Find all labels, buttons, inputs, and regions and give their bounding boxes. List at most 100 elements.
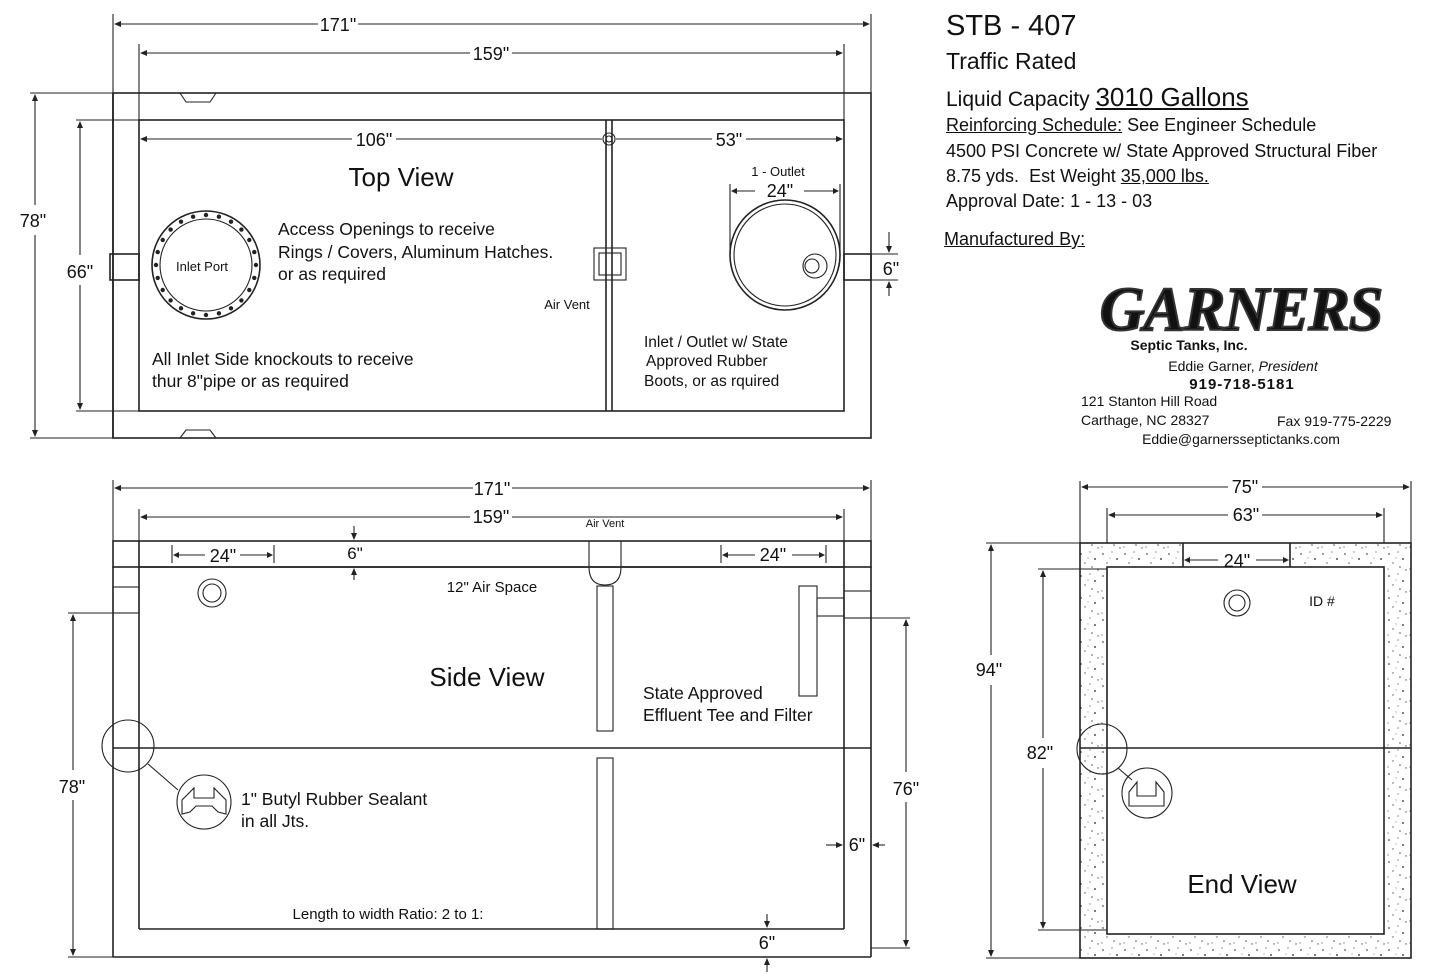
top-dim-outlet-diameter: 24" [767, 181, 793, 201]
logo-subtitle: Septic Tanks, Inc. [1130, 337, 1247, 353]
end-floor [1080, 934, 1411, 958]
inlet-port-ring [151, 210, 261, 320]
knockout-note-line-2: thur 8"pipe or as required [152, 371, 349, 391]
bolt-hole [228, 306, 234, 311]
side-dim-lid: 6" [347, 544, 363, 563]
side-air-vent [588, 541, 622, 586]
logo-address-1: 121 Stanton Hill Road [1081, 393, 1217, 409]
tee-note-line-1: State Approved [643, 683, 763, 703]
logo-address-2: Carthage, NC 28327 [1081, 412, 1210, 428]
bolt-hole [153, 262, 159, 268]
yards-weight: 8.75 yds. Est Weight 35,000 lbs. [946, 166, 1209, 187]
bolt-hole [252, 275, 257, 281]
concrete-spec: 4500 PSI Concrete w/ State Approved Stru… [946, 141, 1378, 161]
logo-fax: Fax 919-775-2229 [1277, 413, 1392, 429]
garners-logo: GARNERS Septic Tanks, Inc. Eddie Garner,… [1081, 275, 1392, 447]
bolt-hole [253, 262, 259, 268]
liquid-capacity: Liquid Capacity 3010 Gallons [946, 82, 1249, 113]
top-air-vent [593, 247, 627, 281]
end-dim-outer-width: 75" [1232, 477, 1258, 497]
side-inlet-port [197, 578, 227, 608]
end-dim-inner-height: 82" [1027, 743, 1053, 763]
bolt-hole [239, 298, 244, 303]
top-dim-inner-width: 66" [67, 262, 93, 282]
bolt-hole [247, 237, 252, 243]
reinforcing-value: See Engineer Schedule [1127, 115, 1317, 135]
effluent-tee [798, 585, 818, 697]
top-dim-outlet-pipe: 6" [883, 259, 899, 279]
bolt-hole [228, 219, 234, 224]
side-baffle-upper [596, 585, 614, 732]
logo-phone: 919-718-5181 [1189, 376, 1294, 393]
manufactured-by: Manufactured By: [944, 229, 1085, 250]
weight-value: 35,000 lbs. [1120, 166, 1209, 186]
side-dim-height-inner: 76" [893, 779, 919, 799]
end-id-label: ID # [1309, 593, 1335, 609]
end-inlet-port [1223, 589, 1251, 617]
top-dim-right-compartment: 53" [716, 130, 742, 150]
side-view: 171" 159" Air Vent 24" 24" 6" 12" Air Sp… [59, 479, 919, 972]
top-view: 171" 159" 106" 53" 78" 66" 6" 24" 1 - Ou… [20, 14, 899, 439]
side-inlet-pipe [112, 586, 140, 614]
bolt-hole [155, 275, 160, 281]
top-baffle-port [602, 132, 616, 146]
side-dim-height-outer: 78" [59, 777, 85, 797]
bolt-hole [190, 311, 196, 316]
drawing-title: STB - 407 [946, 10, 1077, 42]
sealant-detail [176, 774, 232, 830]
logo-president: Eddie Garner, President [1168, 358, 1319, 374]
side-dim-left-opening: 24" [210, 546, 236, 566]
bolt-hole [216, 214, 222, 219]
top-view-title: Top View [348, 162, 453, 192]
outlet-pipe-end [802, 253, 828, 279]
inlet-port-bolts [153, 212, 259, 318]
boots-note-line-1: Inlet / Outlet w/ State [644, 334, 788, 351]
logo-email: Eddie@garnersseptictanks.com [1142, 431, 1340, 447]
capacity-label: Liquid Capacity [946, 88, 1090, 111]
top-air-vent-label: Air Vent [544, 297, 590, 312]
tee-note-line-2: Effluent Tee and Filter [643, 705, 813, 725]
bolt-hole [190, 214, 196, 219]
bottom-lift-slot [179, 429, 217, 439]
end-view: 75" 63" 24" 94" 82" ID # End View [976, 477, 1412, 959]
capacity-value: 3010 Gallons [1095, 82, 1249, 112]
boots-note-line-3: Boots, or as rquired [644, 373, 779, 390]
air-space-label: 12" Air Space [447, 579, 537, 596]
side-view-title: Side View [429, 662, 544, 692]
bolt-hole [160, 237, 165, 243]
yards-value: 8.75 yds. [946, 166, 1020, 186]
side-dim-wall: 6" [849, 835, 865, 855]
manufactured-by-label: Manufactured By: [944, 229, 1086, 249]
bolt-hole [168, 227, 173, 232]
joint-detail-circle [101, 719, 155, 773]
traffic-rating: Traffic Rated [946, 48, 1077, 74]
end-right-wall [1384, 567, 1411, 934]
end-joint-detail-circle [1076, 723, 1128, 775]
reinforcing-schedule: Reinforcing Schedule: See Engineer Sched… [946, 115, 1316, 136]
end-view-title: End View [1187, 869, 1297, 899]
boots-note-line-2: Approved Rubber [646, 353, 768, 370]
bolt-hole [178, 219, 184, 224]
bolt-hole [216, 311, 222, 316]
bolt-hole [239, 227, 244, 232]
inlet-port-label: Inlet Port [176, 259, 228, 274]
side-outlet-pipe [843, 590, 872, 619]
ratio-note: Length to width Ratio: 2 to 1: [293, 906, 484, 923]
top-dim-inner-length: 159" [473, 44, 509, 64]
end-left-wall [1080, 567, 1107, 934]
end-dim-outer-height: 94" [976, 660, 1002, 680]
top-inlet-pipe [109, 253, 140, 281]
access-note-line-1: Access Openings to receive [278, 219, 495, 239]
access-note-line-2: Rings / Covers, Aluminum Hatches. [278, 242, 553, 262]
access-note-line-3: or as required [278, 264, 386, 284]
bolt-hole [155, 249, 160, 255]
end-dim-opening: 24" [1224, 551, 1250, 571]
bolt-hole [168, 298, 173, 303]
top-outlet-pipe [843, 253, 872, 281]
top-dim-left-compartment: 106" [356, 130, 392, 150]
top-lift-slot [179, 92, 217, 103]
outlet-label: 1 - Outlet [751, 164, 805, 179]
bolt-hole [160, 287, 165, 293]
reinforcing-label: Reinforcing Schedule: [946, 115, 1123, 135]
logo-brand: GARNERS [1100, 276, 1382, 344]
